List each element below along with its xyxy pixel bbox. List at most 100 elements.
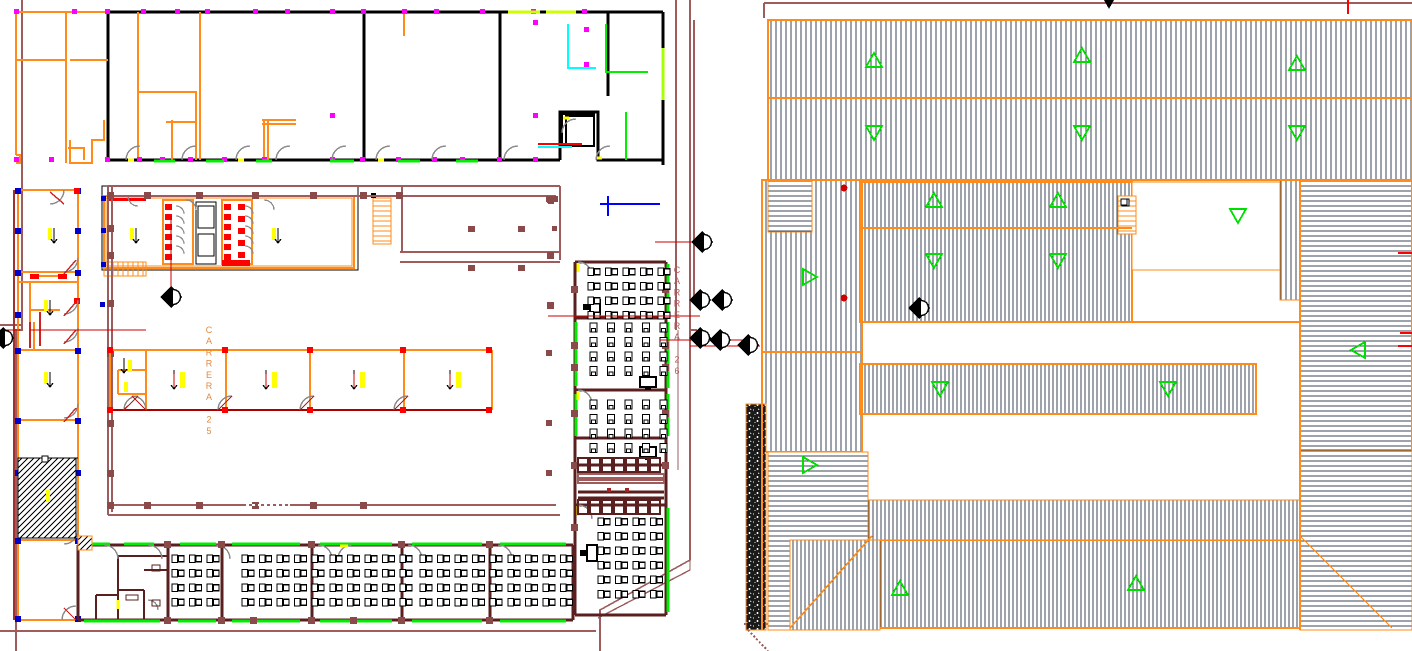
desk	[399, 568, 413, 578]
desk	[329, 554, 343, 564]
desk	[311, 583, 325, 593]
hatch-zone-marker	[46, 490, 50, 502]
roof-red-ticks	[1398, 252, 1412, 347]
desk	[622, 296, 636, 306]
desk	[632, 560, 646, 570]
slope-arrow-down	[1158, 381, 1178, 398]
desk	[657, 281, 671, 291]
slope-arrow-up	[1072, 46, 1092, 63]
slope-arrow-up	[924, 191, 944, 208]
desk	[614, 589, 629, 599]
section-marker[interactable]	[711, 289, 733, 311]
desk	[559, 554, 574, 564]
desk	[614, 546, 629, 556]
roof-slope-arrow-layer	[802, 46, 1366, 596]
roof-bay-inner-right	[1131, 181, 1301, 271]
south-row-door-arcs	[103, 544, 513, 611]
desk	[624, 442, 633, 454]
desk	[276, 597, 290, 607]
desk-block	[597, 517, 664, 599]
door-swing-arcs-north	[125, 118, 611, 161]
desk	[624, 399, 633, 410]
desk	[597, 531, 611, 541]
desk	[471, 568, 486, 578]
desk	[454, 568, 468, 578]
roof-north-point	[1104, 0, 1114, 9]
desk	[657, 310, 671, 320]
section-marker[interactable]	[691, 231, 713, 253]
desk	[641, 365, 651, 377]
desk	[436, 597, 451, 607]
desk	[649, 560, 664, 570]
desk-block	[241, 554, 325, 607]
desk-block	[329, 554, 413, 607]
west-column-door-arcs	[49, 189, 79, 621]
desk	[364, 554, 378, 564]
roof-bay-west-bottom-v	[789, 539, 881, 631]
central-row-grips	[107, 347, 492, 413]
section-marker[interactable]	[908, 297, 930, 319]
section-marker[interactable]	[737, 334, 759, 356]
desk	[346, 597, 361, 607]
desk	[606, 413, 616, 425]
slope-arrow-up	[1048, 191, 1068, 208]
roof-bay-south	[789, 539, 1391, 629]
slope-arrow-up	[864, 51, 884, 68]
slope-arrow-up	[1126, 574, 1146, 591]
stair-restroom	[372, 197, 392, 245]
slope-arrow-down	[1228, 208, 1248, 225]
desk-block	[507, 554, 574, 607]
desk	[632, 546, 646, 556]
roof-bay-west-lower	[761, 351, 863, 453]
slope-arrow-up	[1287, 54, 1307, 71]
section-marker[interactable]	[689, 327, 711, 349]
desk	[624, 428, 633, 439]
parapet-tail	[747, 629, 769, 651]
roof-bay-inner-bar	[859, 363, 1257, 415]
desk	[364, 568, 378, 578]
desk	[632, 575, 646, 585]
desk	[489, 583, 503, 593]
desk	[542, 597, 556, 607]
desk	[639, 310, 654, 320]
desk	[597, 546, 611, 556]
roof-bay-inner-upper	[859, 181, 1133, 323]
desk	[489, 597, 503, 607]
south-row-corner-hatch	[77, 535, 93, 551]
desk	[649, 575, 664, 585]
south-row-grips	[164, 541, 493, 624]
section-marker[interactable]	[160, 286, 182, 308]
street-label-carrera-26: CARRERA 26	[672, 265, 682, 377]
desk-block	[171, 554, 220, 607]
desk	[276, 583, 290, 593]
desk	[346, 554, 361, 564]
desk	[329, 597, 343, 607]
desk	[606, 428, 616, 439]
desk	[381, 554, 396, 564]
north-block-walls	[106, 10, 665, 165]
desk	[589, 365, 598, 377]
room-markers-restroom	[130, 228, 282, 244]
desk	[597, 560, 611, 570]
section-marker[interactable]	[709, 329, 731, 351]
desk	[311, 568, 325, 578]
desk	[419, 597, 433, 607]
section-marker[interactable]	[689, 289, 711, 311]
desk	[622, 267, 636, 277]
desk	[606, 365, 616, 377]
desk	[436, 583, 451, 593]
desk	[604, 310, 619, 320]
desk	[622, 281, 636, 291]
desk	[188, 568, 203, 578]
desk	[241, 554, 255, 564]
desk	[659, 413, 668, 425]
restroom-fixtures	[108, 198, 250, 266]
roof-drains	[840, 184, 1128, 302]
desk	[606, 442, 616, 454]
desk	[589, 399, 598, 410]
south-row-door-yellow	[116, 544, 348, 609]
section-marker[interactable]	[0, 327, 14, 349]
desk	[624, 365, 633, 377]
desk	[329, 568, 343, 578]
slope-arrow-down	[1287, 125, 1307, 142]
